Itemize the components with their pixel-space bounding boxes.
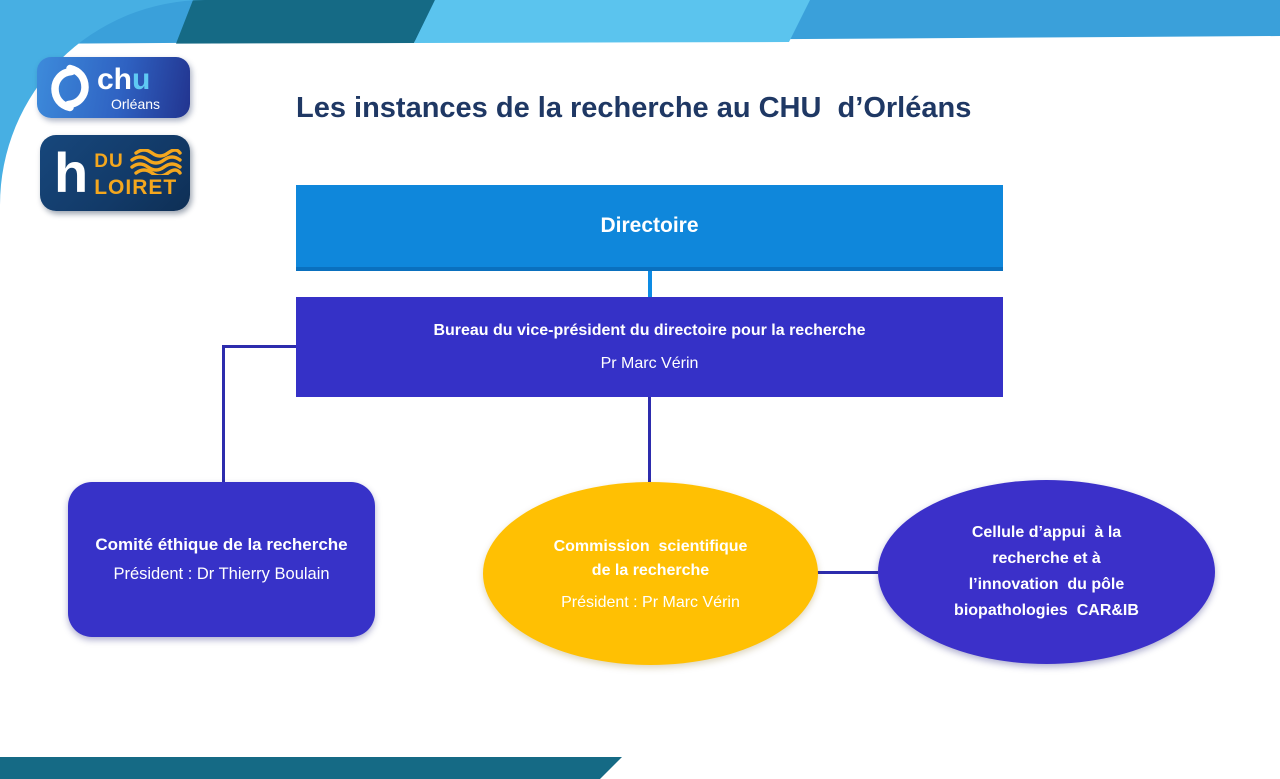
node-commission-scientifique: Commission scientifique de la recherche … — [483, 482, 818, 665]
connector-bureau-comite-horizontal — [222, 345, 298, 348]
chu-orleans-logo: chu Orléans — [37, 57, 190, 118]
waves-icon — [129, 148, 182, 175]
commission-title-line2: de la recherche — [591, 562, 710, 579]
chu-monogram-icon — [51, 64, 89, 111]
hopital-du-loiret-logo: h DU LOIRET — [40, 135, 190, 211]
node-cellule-appui: Cellule d’appui à la recherche et à l’in… — [878, 480, 1215, 664]
chu-logo-u: u — [132, 62, 151, 96]
header-sky-shape — [414, 0, 810, 43]
header-teal-shape — [176, 0, 435, 44]
commission-title-line1: Commission scientifique — [553, 538, 748, 555]
bureau-president: Pr Marc Vérin — [600, 354, 699, 372]
connector-bureau-comite-vertical — [222, 345, 225, 482]
cellule-line: recherche et à — [992, 550, 1101, 567]
header-band — [0, 0, 1280, 44]
node-directoire: Directoire — [296, 185, 1003, 271]
loiret-du-label: DU — [94, 151, 124, 172]
bureau-title: Bureau du vice-président du directoire p… — [433, 321, 866, 339]
footer-bar — [0, 757, 622, 779]
comite-title: Comité éthique de la recherche — [95, 535, 348, 554]
node-bureau: Bureau du vice-président du directoire p… — [296, 297, 1003, 397]
h-letter-icon: h — [54, 140, 89, 204]
commission-president: Président : Pr Marc Vérin — [561, 594, 740, 611]
node-comite-ethique: Comité éthique de la recherche Président… — [68, 482, 375, 637]
loiret-name-label: LOIRET — [94, 175, 178, 199]
cellule-line: Cellule d’appui à la — [971, 524, 1122, 541]
directoire-label: Directoire — [600, 214, 699, 237]
chu-logo-city: Orléans — [111, 95, 161, 112]
cellule-line: biopathologies CAR&IB — [954, 602, 1139, 619]
chu-logo-word: chu — [97, 62, 160, 96]
connector-directoire-bureau — [648, 271, 652, 297]
corner-blob — [0, 0, 205, 205]
page-title: Les instances de la recherche au CHU d’O… — [296, 92, 972, 124]
chu-logo-ch: ch — [97, 62, 133, 96]
comite-president: Président : Dr Thierry Boulain — [113, 565, 330, 583]
connector-commission-cellule — [816, 571, 878, 574]
connector-bureau-commission — [648, 397, 651, 482]
cellule-line: l’innovation du pôle — [968, 576, 1125, 593]
